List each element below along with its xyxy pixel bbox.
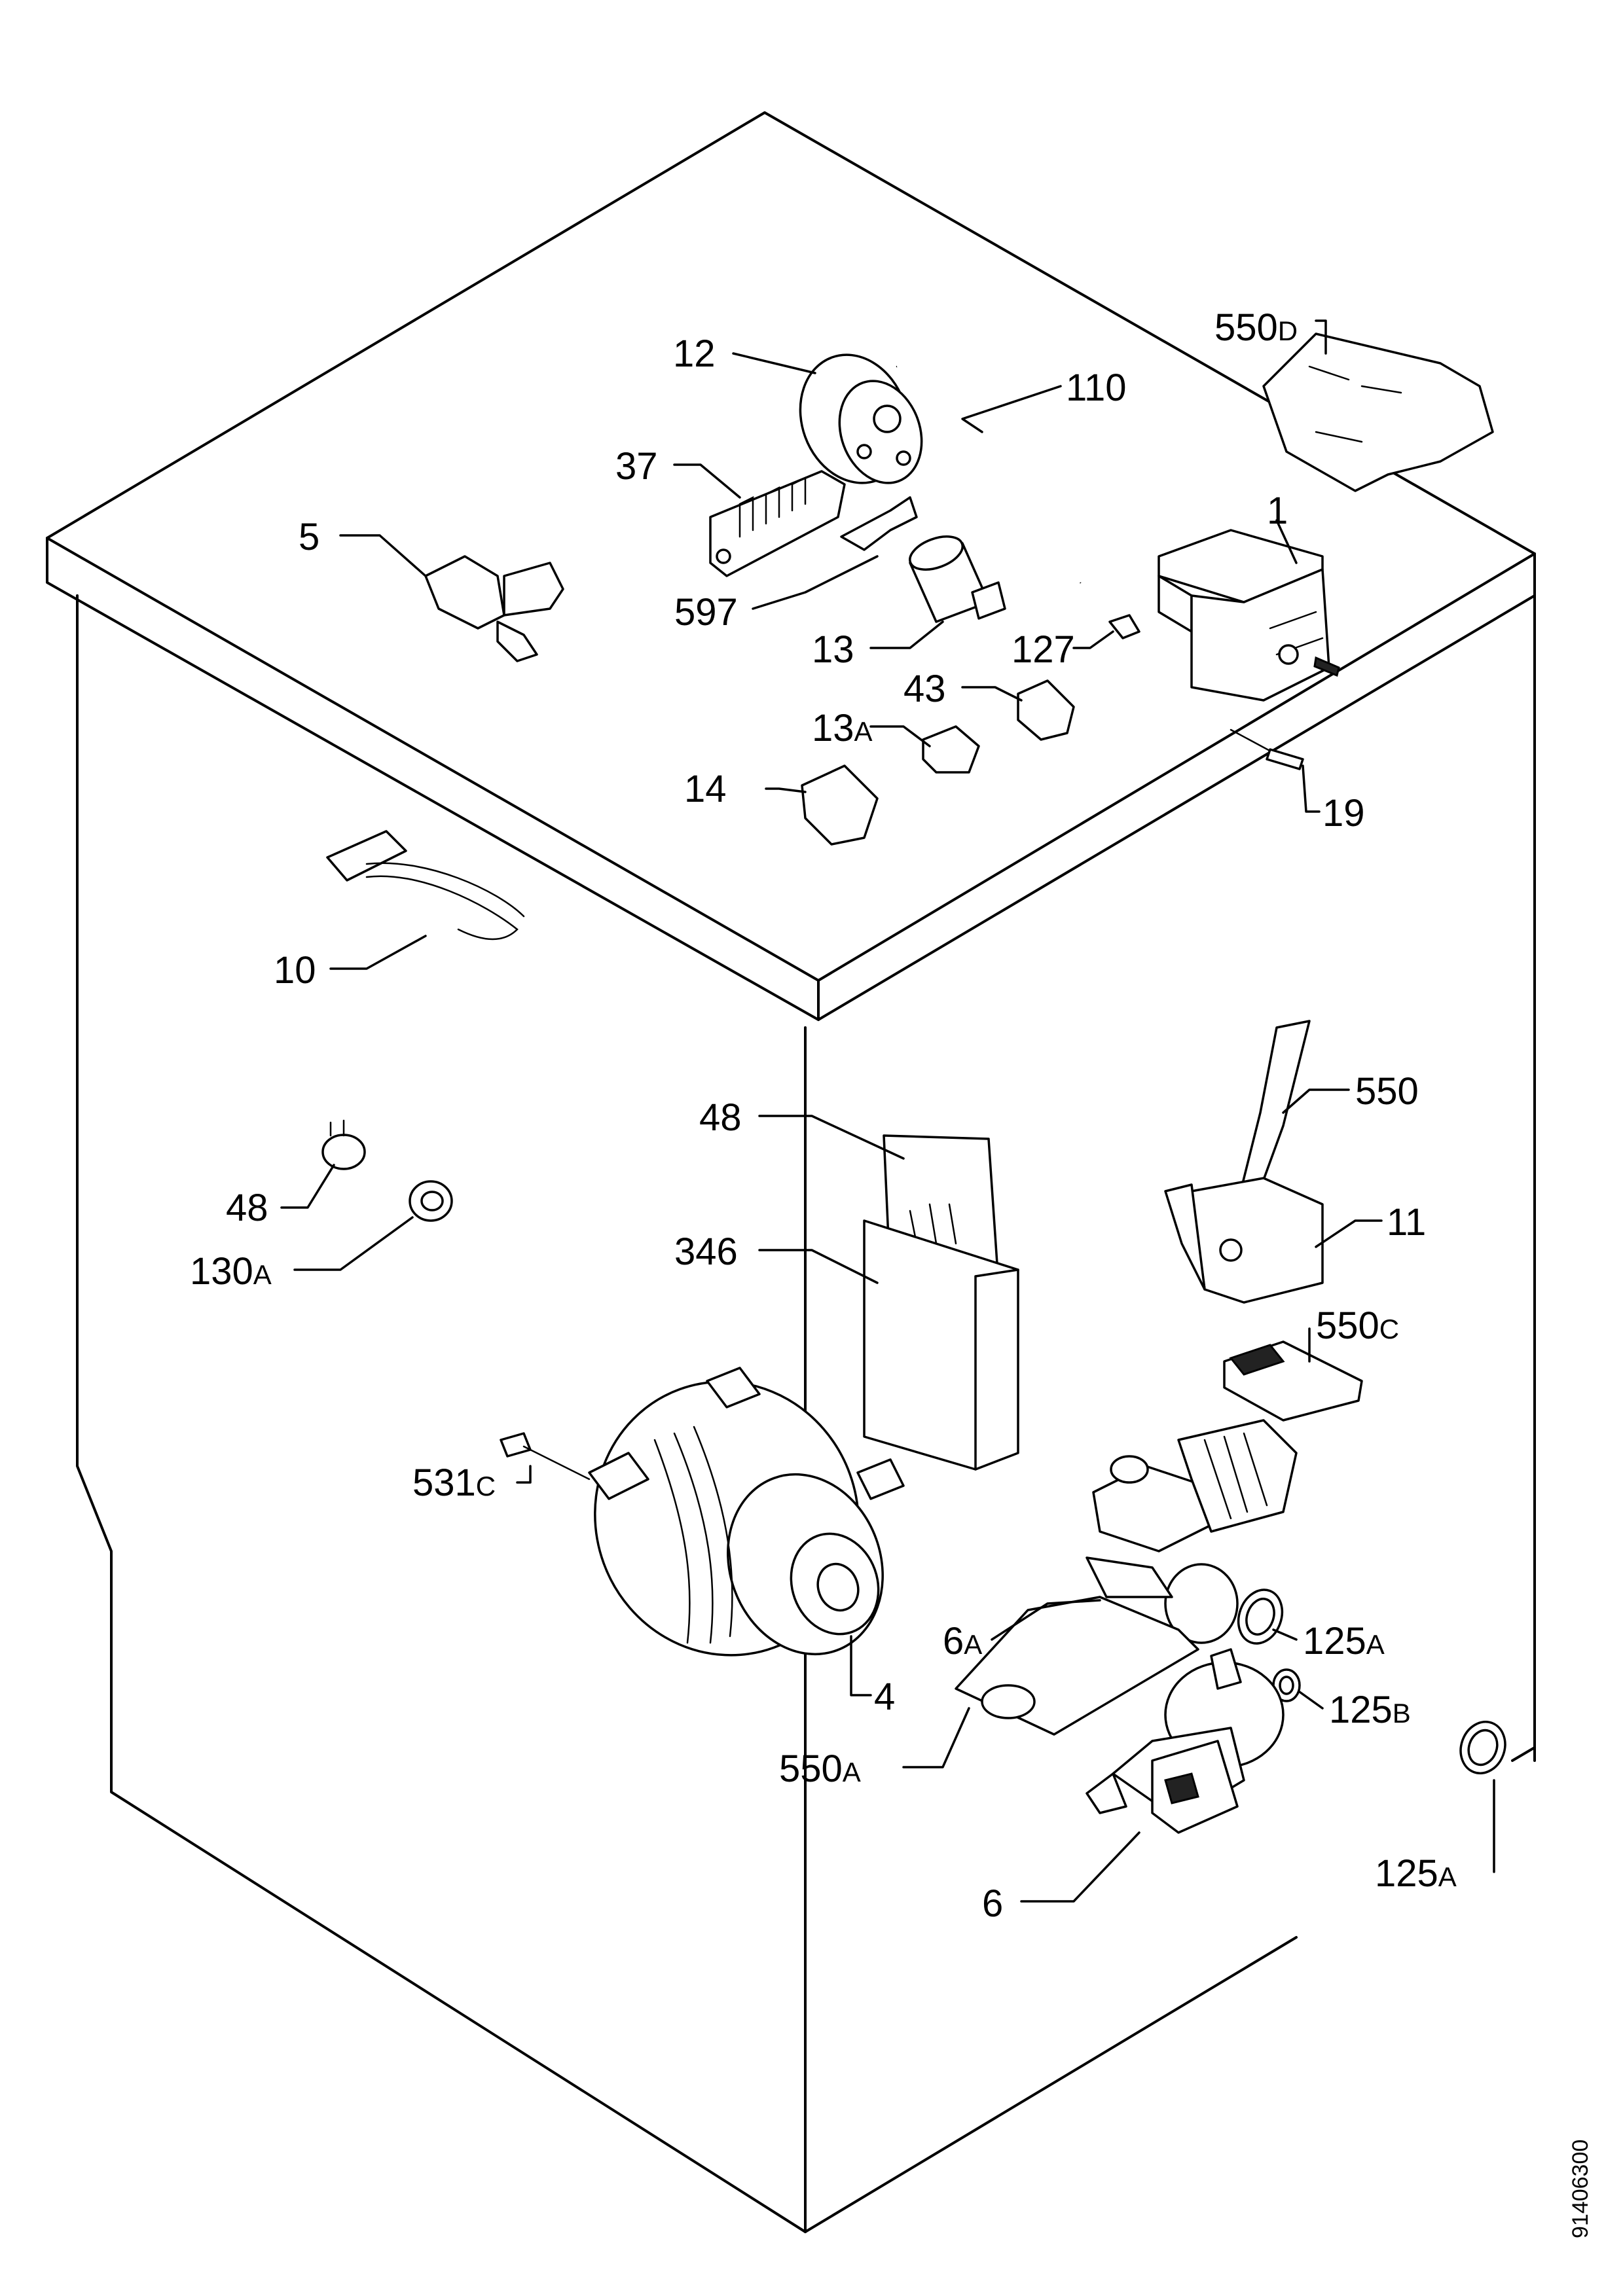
label-43: 43 [903, 668, 946, 710]
leader-13a [765, 787, 807, 793]
leader-6 [1020, 1831, 1140, 1903]
leader-346 [758, 1249, 879, 1284]
leader-13 [869, 725, 931, 747]
label-4: 4 [874, 1676, 895, 1718]
label-125a-2: 125A [1375, 1852, 1457, 1895]
label-7: 11 [1387, 1201, 1426, 1244]
connector-43 [1017, 679, 1075, 741]
label-531c: 531C [412, 1462, 496, 1504]
leader-6a [991, 1599, 1101, 1641]
programmer-timer [1158, 529, 1340, 702]
cover-550c [1223, 1340, 1363, 1422]
water-valve [424, 555, 564, 662]
leader-43 [961, 686, 1023, 702]
nut-130a [409, 1180, 453, 1222]
label-13a: 14 [684, 768, 727, 810]
label-10: 10 [274, 949, 316, 992]
leader-48 [280, 1164, 335, 1209]
leader-19 [1302, 764, 1321, 813]
leader-lines [280, 319, 1495, 1903]
label-37: 37 [615, 445, 658, 488]
sensor-48 [321, 1119, 366, 1170]
gasket-125a-upper [1237, 1588, 1284, 1645]
label-5: 5 [299, 516, 319, 558]
leader-110 [961, 385, 1062, 433]
cover-plate-550d [1262, 332, 1494, 492]
heating-element [326, 830, 525, 941]
label-125b: 125B [1329, 1689, 1411, 1731]
label-19: 19 [1322, 792, 1365, 834]
callout-labels: 12 110 550D 37 5 1 597 13 127 43 13A 14 … [190, 306, 1457, 1925]
screw-531c [500, 1432, 591, 1480]
bracket-597 [840, 496, 918, 551]
label-14: 48 [699, 1096, 742, 1139]
leader-127 [1072, 630, 1114, 649]
leader-11 [869, 620, 944, 649]
motor [588, 1367, 905, 1657]
label-6a: 6A [943, 1620, 982, 1662]
leader-14 [758, 1115, 905, 1160]
label-130a: 130A [190, 1250, 272, 1293]
leader-125b [1298, 1691, 1324, 1710]
leader-125a-1 [1272, 1628, 1298, 1641]
capacitor [909, 535, 1006, 623]
label-346: 346 [674, 1230, 738, 1273]
label-6: 6 [982, 1882, 1003, 1925]
leader-1 [1275, 519, 1298, 564]
leader-550 [1282, 1088, 1350, 1114]
leader-12 [732, 352, 816, 374]
label-13: 13A [812, 707, 873, 749]
label-125a-1: 125A [1303, 1620, 1385, 1662]
label-550: 550 [1355, 1070, 1419, 1113]
gasket-125a-lower [1459, 1721, 1506, 1774]
terminal-block [709, 470, 846, 577]
connector-13a [801, 764, 879, 846]
plug-127 [1108, 614, 1140, 639]
lever-550 [1239, 1020, 1311, 1199]
housing-346 [863, 1219, 1019, 1471]
label-597: 597 [674, 591, 738, 634]
drain-pump [1085, 1648, 1285, 1834]
door-lock-7 [1164, 1177, 1324, 1304]
document-number: 91406300 [1568, 2140, 1593, 2238]
label-1: 1 [1267, 490, 1288, 532]
leader-130a [293, 1216, 414, 1271]
leader-550d [1315, 319, 1327, 355]
cover-550a [955, 1596, 1199, 1736]
label-110: 110 [1066, 367, 1126, 409]
label-127: 127 [1012, 628, 1075, 671]
leader-37 [673, 463, 741, 499]
pressure-hose [896, 360, 1082, 584]
label-12: 12 [673, 332, 716, 375]
leader-531c [516, 1465, 532, 1484]
leader-10 [329, 935, 427, 970]
wire-sensor-19 [1230, 728, 1304, 770]
leader-5 [339, 534, 427, 577]
connector-13 [922, 725, 980, 774]
leader-4 [850, 1635, 872, 1696]
leader-597 [752, 555, 879, 610]
label-550d: 550D [1214, 306, 1298, 349]
label-550a: 550A [779, 1748, 861, 1790]
pump-assembly [1085, 1419, 1298, 1644]
leader-550a [902, 1707, 970, 1768]
label-550c: 550C [1316, 1304, 1399, 1347]
leader-7 [1315, 1219, 1383, 1248]
pressure-switch [799, 353, 923, 484]
label-48-text: 48 [226, 1187, 268, 1229]
label-11: 13 [812, 628, 854, 671]
